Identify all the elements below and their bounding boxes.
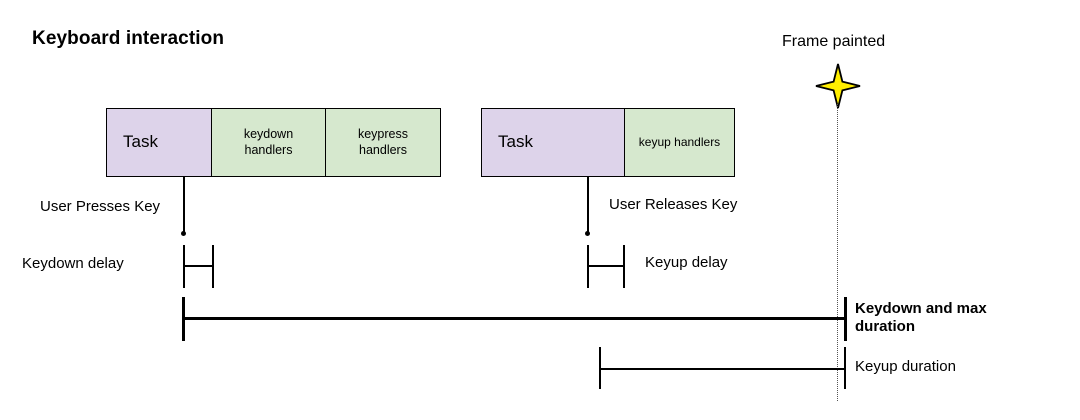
user-presses-key-pointer-line [183,177,185,233]
task-box-keyup: Task [481,108,625,177]
keyup-duration-end-tick [844,347,846,389]
task-box-keydown-label: Task [123,132,158,152]
keyup-handlers-box: keyup handlers [624,108,735,177]
keyup-delay-label: Keyup delay [645,254,728,271]
keydown-max-duration-end-tick [844,297,847,341]
keypress-handlers-label: keypress handlers [358,127,408,158]
keypress-handlers-box: keypress handlers [325,108,441,177]
user-presses-key-pointer-head [181,231,186,236]
task-box-keyup-label: Task [498,132,533,152]
user-presses-key-label: User Presses Key [40,198,161,215]
keydown-handlers-label-line2: handlers [244,142,293,157]
keydown-max-duration-label: Keydown and max duration [855,300,1030,337]
keydown-handlers-label: keydown handlers [244,127,293,158]
user-releases-key-pointer-line [587,177,589,233]
frame-painted-guideline [837,104,838,401]
keydown-handlers-label-line1: keydown [243,127,294,142]
user-releases-key-pointer-head [585,231,590,236]
keyup-duration-label: Keyup duration [855,358,956,375]
keydown-max-duration-span [182,317,846,320]
keyup-delay-span [587,265,624,267]
keypress-handlers-label-line2: handlers [359,142,407,157]
keydown-handlers-box: keydown handlers [211,108,326,177]
keydown-max-duration-label-line1: Keydown and max [855,300,987,317]
keydown-delay-label: Keydown delay [22,255,124,272]
keyup-duration-span [599,368,845,370]
keyup-handlers-label: keyup handlers [638,135,721,150]
keydown-delay-span [183,265,213,267]
frame-painted-label: Frame painted [782,33,886,50]
diagram-title: Keyboard interaction [32,28,225,49]
task-box-keydown: Task [106,108,212,177]
keydown-max-duration-label-line2: duration [855,318,915,336]
user-releases-key-label: User Releases Key [609,196,738,213]
star-icon [815,63,861,109]
keypress-handlers-label-line1: keypress [357,127,409,142]
